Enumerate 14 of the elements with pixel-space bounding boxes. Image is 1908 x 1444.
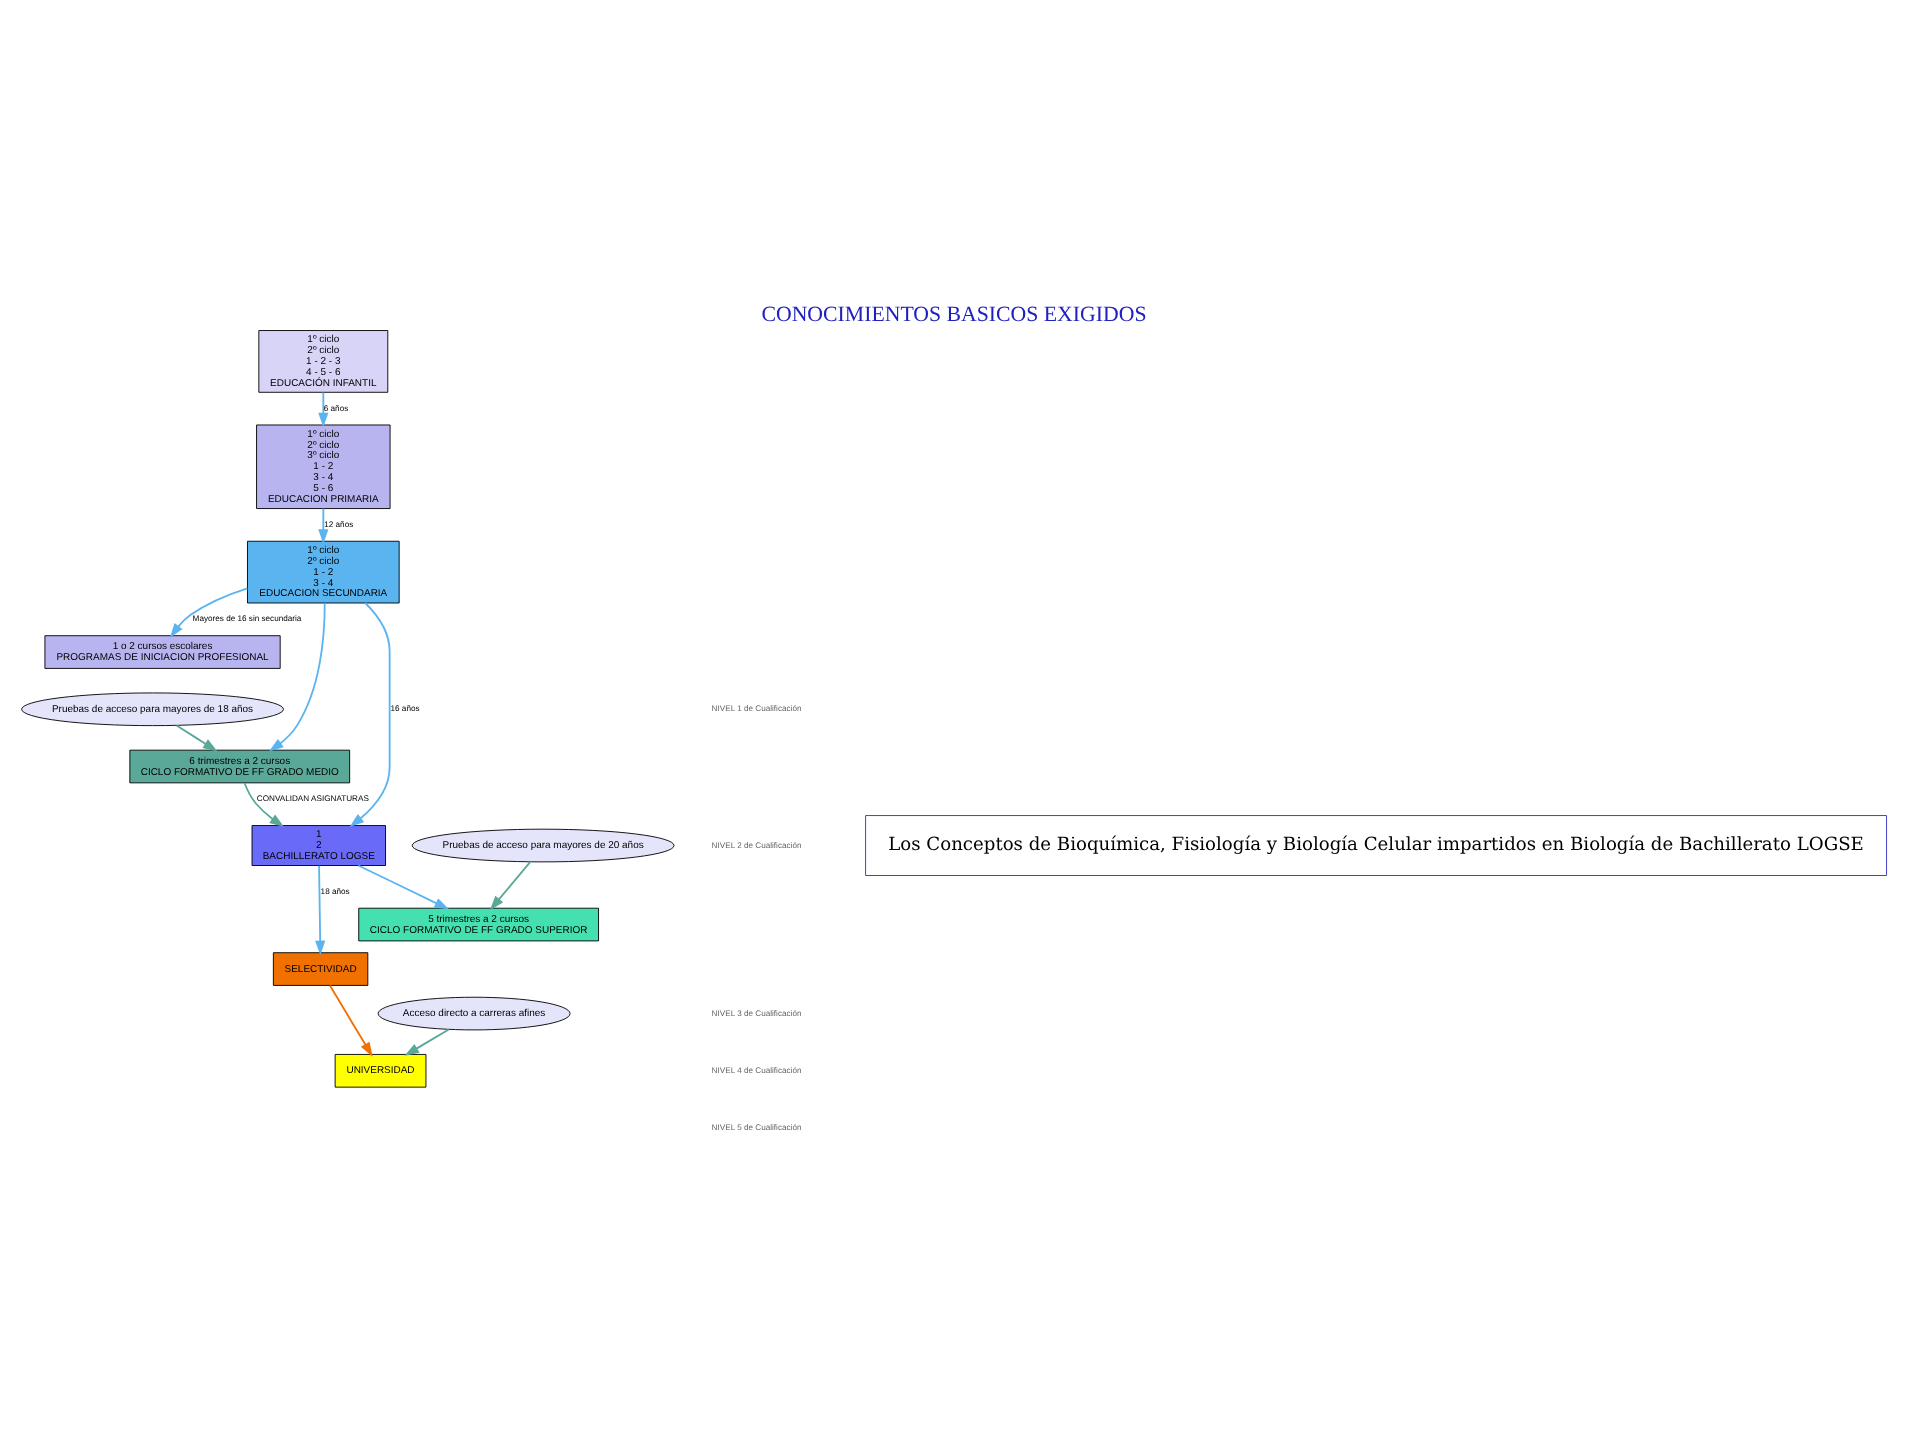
diagram-title: CONOCIMIENTOS BASICOS EXIGIDOS — [761, 302, 1147, 327]
arrow — [329, 984, 373, 1057]
arrow — [318, 391, 329, 428]
node-box: Los Conceptos de Bioquímica, Fisiología y Biología Celular impartidos en Biología de Bachillerato LOGSE — [865, 815, 1887, 876]
arrow — [318, 507, 329, 544]
arrow — [243, 782, 285, 828]
arrow — [404, 1028, 450, 1056]
arrow — [175, 724, 218, 752]
arrow — [357, 864, 450, 910]
arrow — [489, 861, 531, 911]
arrow — [349, 602, 391, 828]
arrow — [315, 864, 326, 956]
arrow — [169, 587, 249, 638]
arrow — [269, 602, 326, 752]
